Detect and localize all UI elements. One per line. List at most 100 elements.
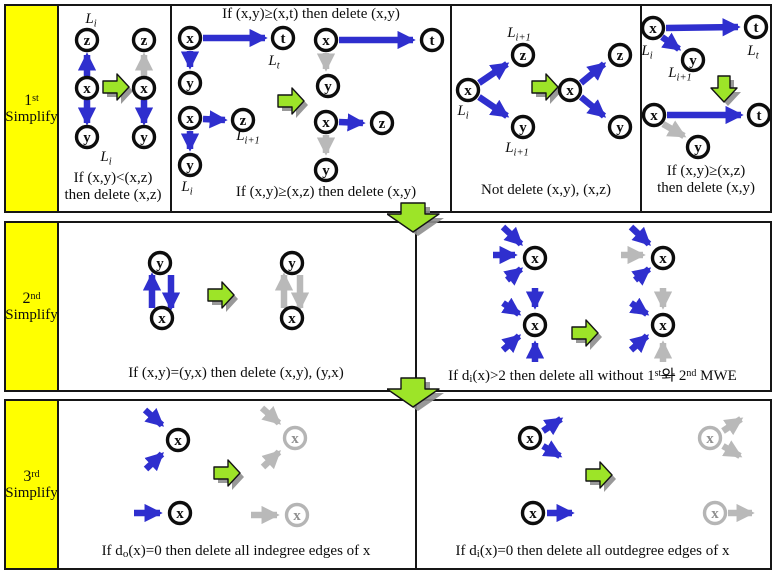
edge-blue [660,32,682,52]
graph-node-y: y [147,250,173,276]
edge-blue [578,61,607,86]
node-circle [279,250,305,276]
graph-node-y: y [510,114,536,140]
graph-node-y: y [680,47,706,73]
arrow-body [571,319,599,347]
node-circle [607,114,633,140]
graph-node-y: y [177,152,203,178]
node-circle [284,502,310,528]
row-1st-simplify: 1st Simplify [4,4,772,213]
level-label: Li+1 [667,65,692,84]
node-letter: x [531,318,539,334]
node-letter: x [659,318,667,334]
level-label: Lt [746,43,759,62]
node-letter: y [83,130,91,146]
arrow-body [531,73,559,101]
panel-divider [450,6,452,211]
node-circle [167,500,193,526]
graph-node-x: x [131,75,157,101]
edge-blue [541,440,563,459]
caption-text: then delete (x,z) [64,187,162,203]
row-label-ordinal: 1st [24,92,39,109]
graph-node-x: x [165,427,191,453]
row-label-ordinal: 3rd [23,468,40,485]
node-circle [680,47,706,73]
node-letter: z [379,116,386,132]
node-circle [510,42,536,68]
transform-arrow-icon [571,319,602,350]
edge-blue [338,113,366,132]
edge-blue [541,416,564,436]
caption-text: If (x,y)<(x,z) [73,170,153,186]
edge-deleted-gray [721,440,743,459]
caption-rule2-right: If di(x)>2 then delete all without 1st와 … [448,368,737,385]
row-label-word: Simplify [5,307,58,323]
graph-node-t: t [270,25,296,51]
graph-node-z: z [74,27,100,53]
row-2nd-simplify: 2nd Simplify [4,221,772,392]
node-circle [74,75,100,101]
panel-divider [415,401,417,568]
flow-down-arrow-icon [387,202,444,236]
caption-text: If d [101,543,123,559]
edge-blue [143,451,165,472]
node-letter: z [240,113,247,129]
panel-divider [170,6,172,211]
graph-node-x: x [650,245,676,271]
node-circle [557,77,583,103]
node-circle [743,14,769,40]
row3-graph: x x x x x x x x [134,405,755,528]
node-circle [520,500,546,526]
edge-blue [500,224,524,247]
panel-divider [415,223,417,390]
row-label-3rd-simplify: 3rd Simplify [5,401,59,568]
node-letter: y [140,130,148,146]
node-letter: x [186,31,194,47]
node-circle [131,75,157,101]
graph-node-z: z [607,42,633,68]
node-circle [177,70,203,96]
node-letter: x [650,108,658,124]
arrow-body [387,377,440,408]
caption-text: If d [448,368,470,384]
graph-node-x: x [177,25,203,51]
node-letter: y [156,256,164,272]
edge-deleted-gray [721,416,744,436]
node-circle [369,110,395,136]
node-circle [685,134,711,160]
caption-rule1b-bottom: If (x,y)≥(x,z) then delete (x,y) [202,184,450,201]
graph-node-x: x [517,425,543,451]
level-label: Li [456,103,468,122]
caption-rule1c: Not delete (x,y), (x,z) [452,182,640,199]
level-label: Li [99,149,111,168]
graph-node-y: y [315,73,341,99]
graph-node-y: y [177,70,203,96]
graph-node-x-deleted: x [697,425,723,451]
node-letter: x [322,33,330,49]
graph-node-z: z [230,107,256,133]
edge-blue [503,266,524,286]
caption-rule1a: If (x,y)<(x,z)then delete (x,z) [57,170,169,204]
graph-node-z: z [369,110,395,136]
node-circle [149,305,175,331]
panel-divider [640,6,642,211]
arrow-body [387,202,440,233]
graph-node-x: x [313,109,339,135]
node-circle [510,114,536,140]
transform-arrow-icon [102,73,133,104]
node-letter: y [519,120,527,136]
node-circle [517,425,543,451]
node-letter: y [186,76,194,92]
edge-blue [628,333,650,354]
arrow-body [102,73,130,101]
node-letter: x [158,311,166,327]
caption-text: (x)=0 then delete all indegree edges of … [128,543,371,559]
node-circle [131,27,157,53]
caption-text: If (x,y)≥(x,t) then delete (x,y) [222,6,400,22]
node-letter: x [711,506,719,522]
node-circle [177,25,203,51]
graph-node-x: x [557,77,583,103]
node-letter: z [84,33,91,49]
caption-rule3-left: If do(x)=0 then delete all indegree edge… [101,543,371,560]
caption-rule1b-top: If (x,y)≥(x,t) then delete (x,y) [172,6,450,23]
